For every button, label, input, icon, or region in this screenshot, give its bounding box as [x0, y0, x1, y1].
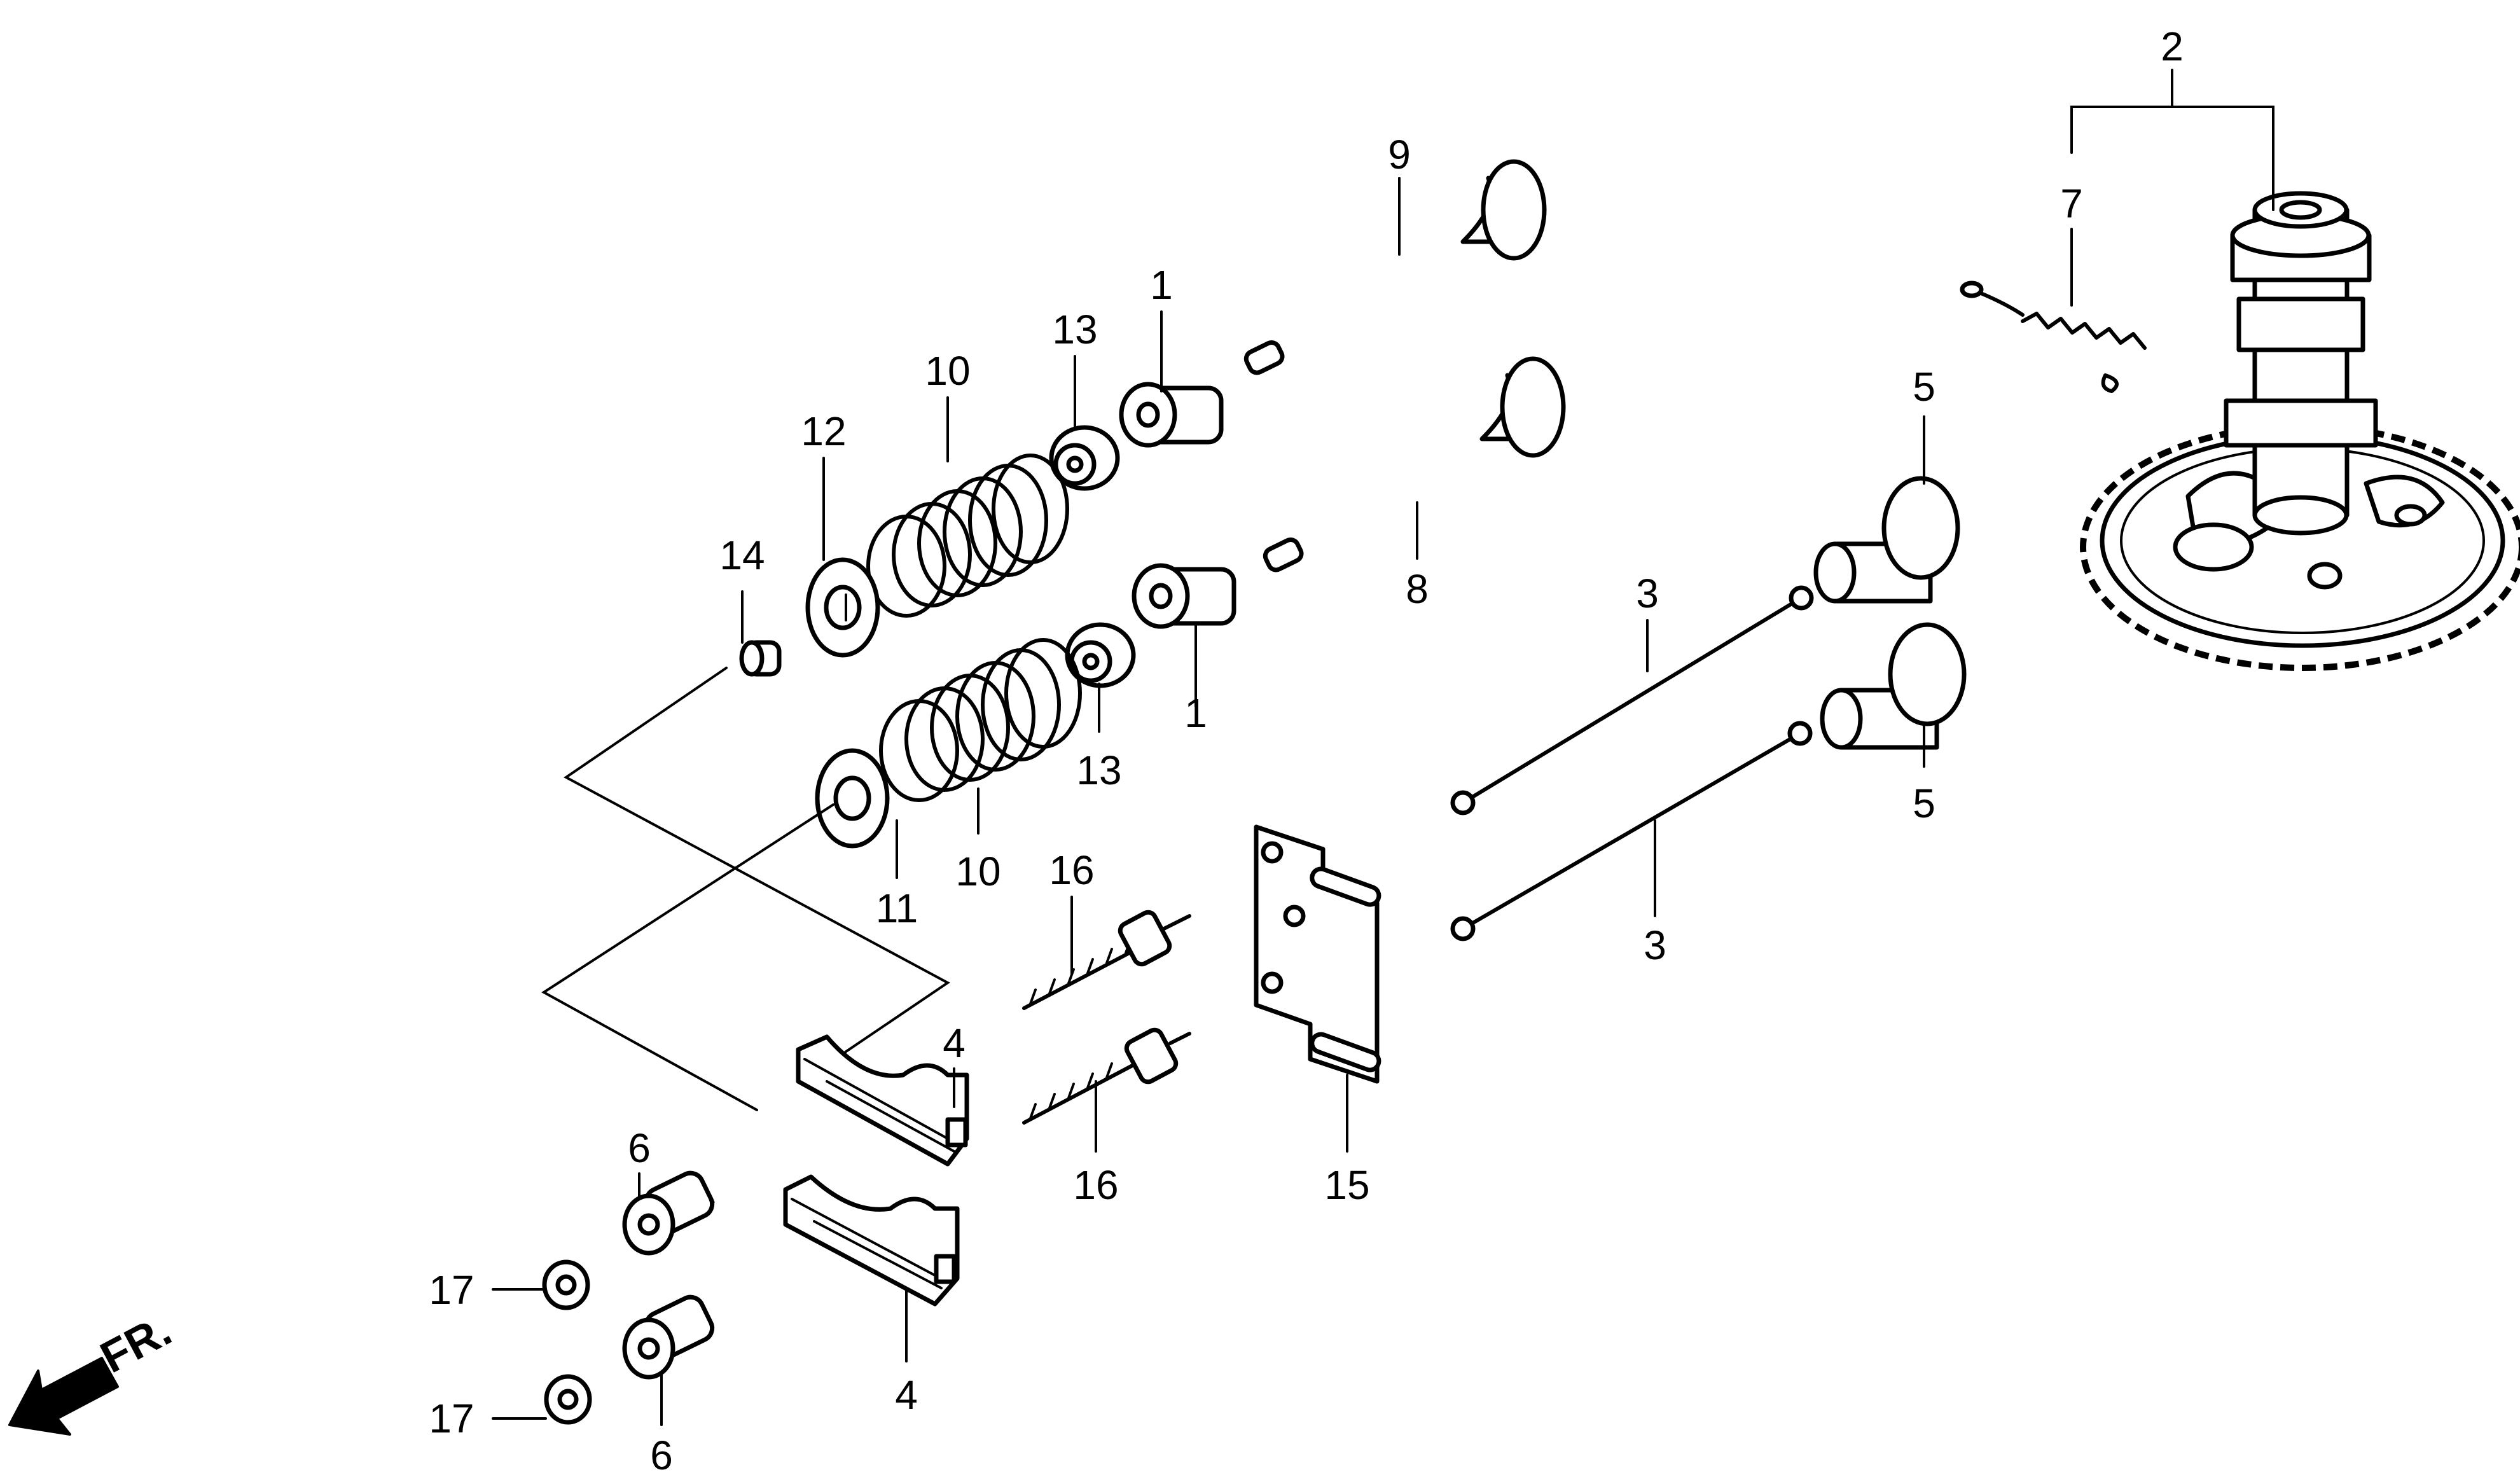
- valve-collet: [739, 640, 782, 677]
- arrow-icon: [8, 1357, 119, 1436]
- push-rod-guide-plate: [1254, 824, 1381, 1084]
- valve-guide-lower: [1132, 563, 1236, 629]
- callout-17-lower: 17: [429, 1396, 474, 1441]
- camshaft: [2224, 191, 2378, 536]
- rocker-pivot-bolt-upper: [1022, 910, 1191, 1010]
- callout-4-lower: 4: [895, 1372, 918, 1418]
- valve-spring-upper: [866, 454, 1069, 618]
- decompressor-spring: [1960, 281, 2147, 393]
- valve-spring-lower: [879, 638, 1082, 802]
- callout-7: 7: [2060, 181, 2083, 226]
- valve-spring-retainer-upper: [805, 557, 880, 658]
- lock-nut-upper: [542, 1259, 590, 1310]
- callout-4-upper: 4: [943, 1020, 966, 1066]
- valve-stem-seal-lower: [1065, 622, 1136, 688]
- valve-spring-retainer-lower: [815, 748, 890, 849]
- rocker-arm-upper: [796, 1034, 969, 1167]
- callout-17-upper: 17: [429, 1267, 474, 1313]
- callout-6-lower: 6: [650, 1432, 673, 1478]
- leader-lines: [492, 69, 2274, 1426]
- valve-intake: [1263, 356, 1566, 572]
- callout-12: 12: [801, 408, 846, 454]
- lock-nut-lower: [544, 1374, 592, 1425]
- callout-10-lower: 10: [955, 849, 1000, 894]
- rocker-arm-lower: [783, 1174, 960, 1307]
- valve-stem-seal-upper: [1049, 425, 1120, 491]
- front-direction-indicator: FR.: [8, 1305, 179, 1436]
- tappet-upper: [1813, 476, 1960, 604]
- callout-16-upper: 16: [1049, 847, 1094, 893]
- callout-5-lower: 5: [1913, 780, 1935, 826]
- callout-11: 11: [876, 885, 918, 931]
- callout-16-lower: 16: [1073, 1162, 1118, 1208]
- callout-15: 15: [1324, 1162, 1369, 1208]
- assembly-guide-lines: [541, 667, 950, 1111]
- callout-3-upper: 3: [1636, 571, 1659, 616]
- camshaft-gear: [2080, 423, 2520, 671]
- callout-13-upper: 13: [1052, 307, 1097, 352]
- callout-13-lower: 13: [1076, 747, 1121, 793]
- callout-9: 9: [1388, 132, 1411, 177]
- callout-5-upper: 5: [1913, 364, 1935, 410]
- rocker-pivot-bolt-lower: [1022, 1027, 1191, 1125]
- tappet-lower: [1820, 622, 1967, 750]
- callout-1-lower: 1: [1184, 690, 1207, 736]
- valve-guide-upper: [1119, 382, 1224, 448]
- push-rod-lower: [1450, 721, 1813, 941]
- callout-10-upper: 10: [925, 348, 970, 394]
- callout-3-lower: 3: [1644, 922, 1666, 968]
- callout-2: 2: [2161, 24, 2184, 69]
- push-rod-upper: [1450, 585, 1814, 815]
- valve-exhaust: [1243, 159, 1547, 375]
- callout-labels: 2 7 9 8 1 1 13 13 10 10 12 14 11 5 5 3 3…: [429, 24, 2183, 1478]
- pivot-adjusting-nut-lower: [622, 1294, 715, 1380]
- callout-6-upper: 6: [628, 1125, 651, 1171]
- pivot-adjusting-nut-upper: [622, 1170, 715, 1256]
- callout-1-upper: 1: [1150, 262, 1173, 308]
- callout-8: 8: [1406, 566, 1429, 612]
- callout-14: 14: [719, 532, 765, 578]
